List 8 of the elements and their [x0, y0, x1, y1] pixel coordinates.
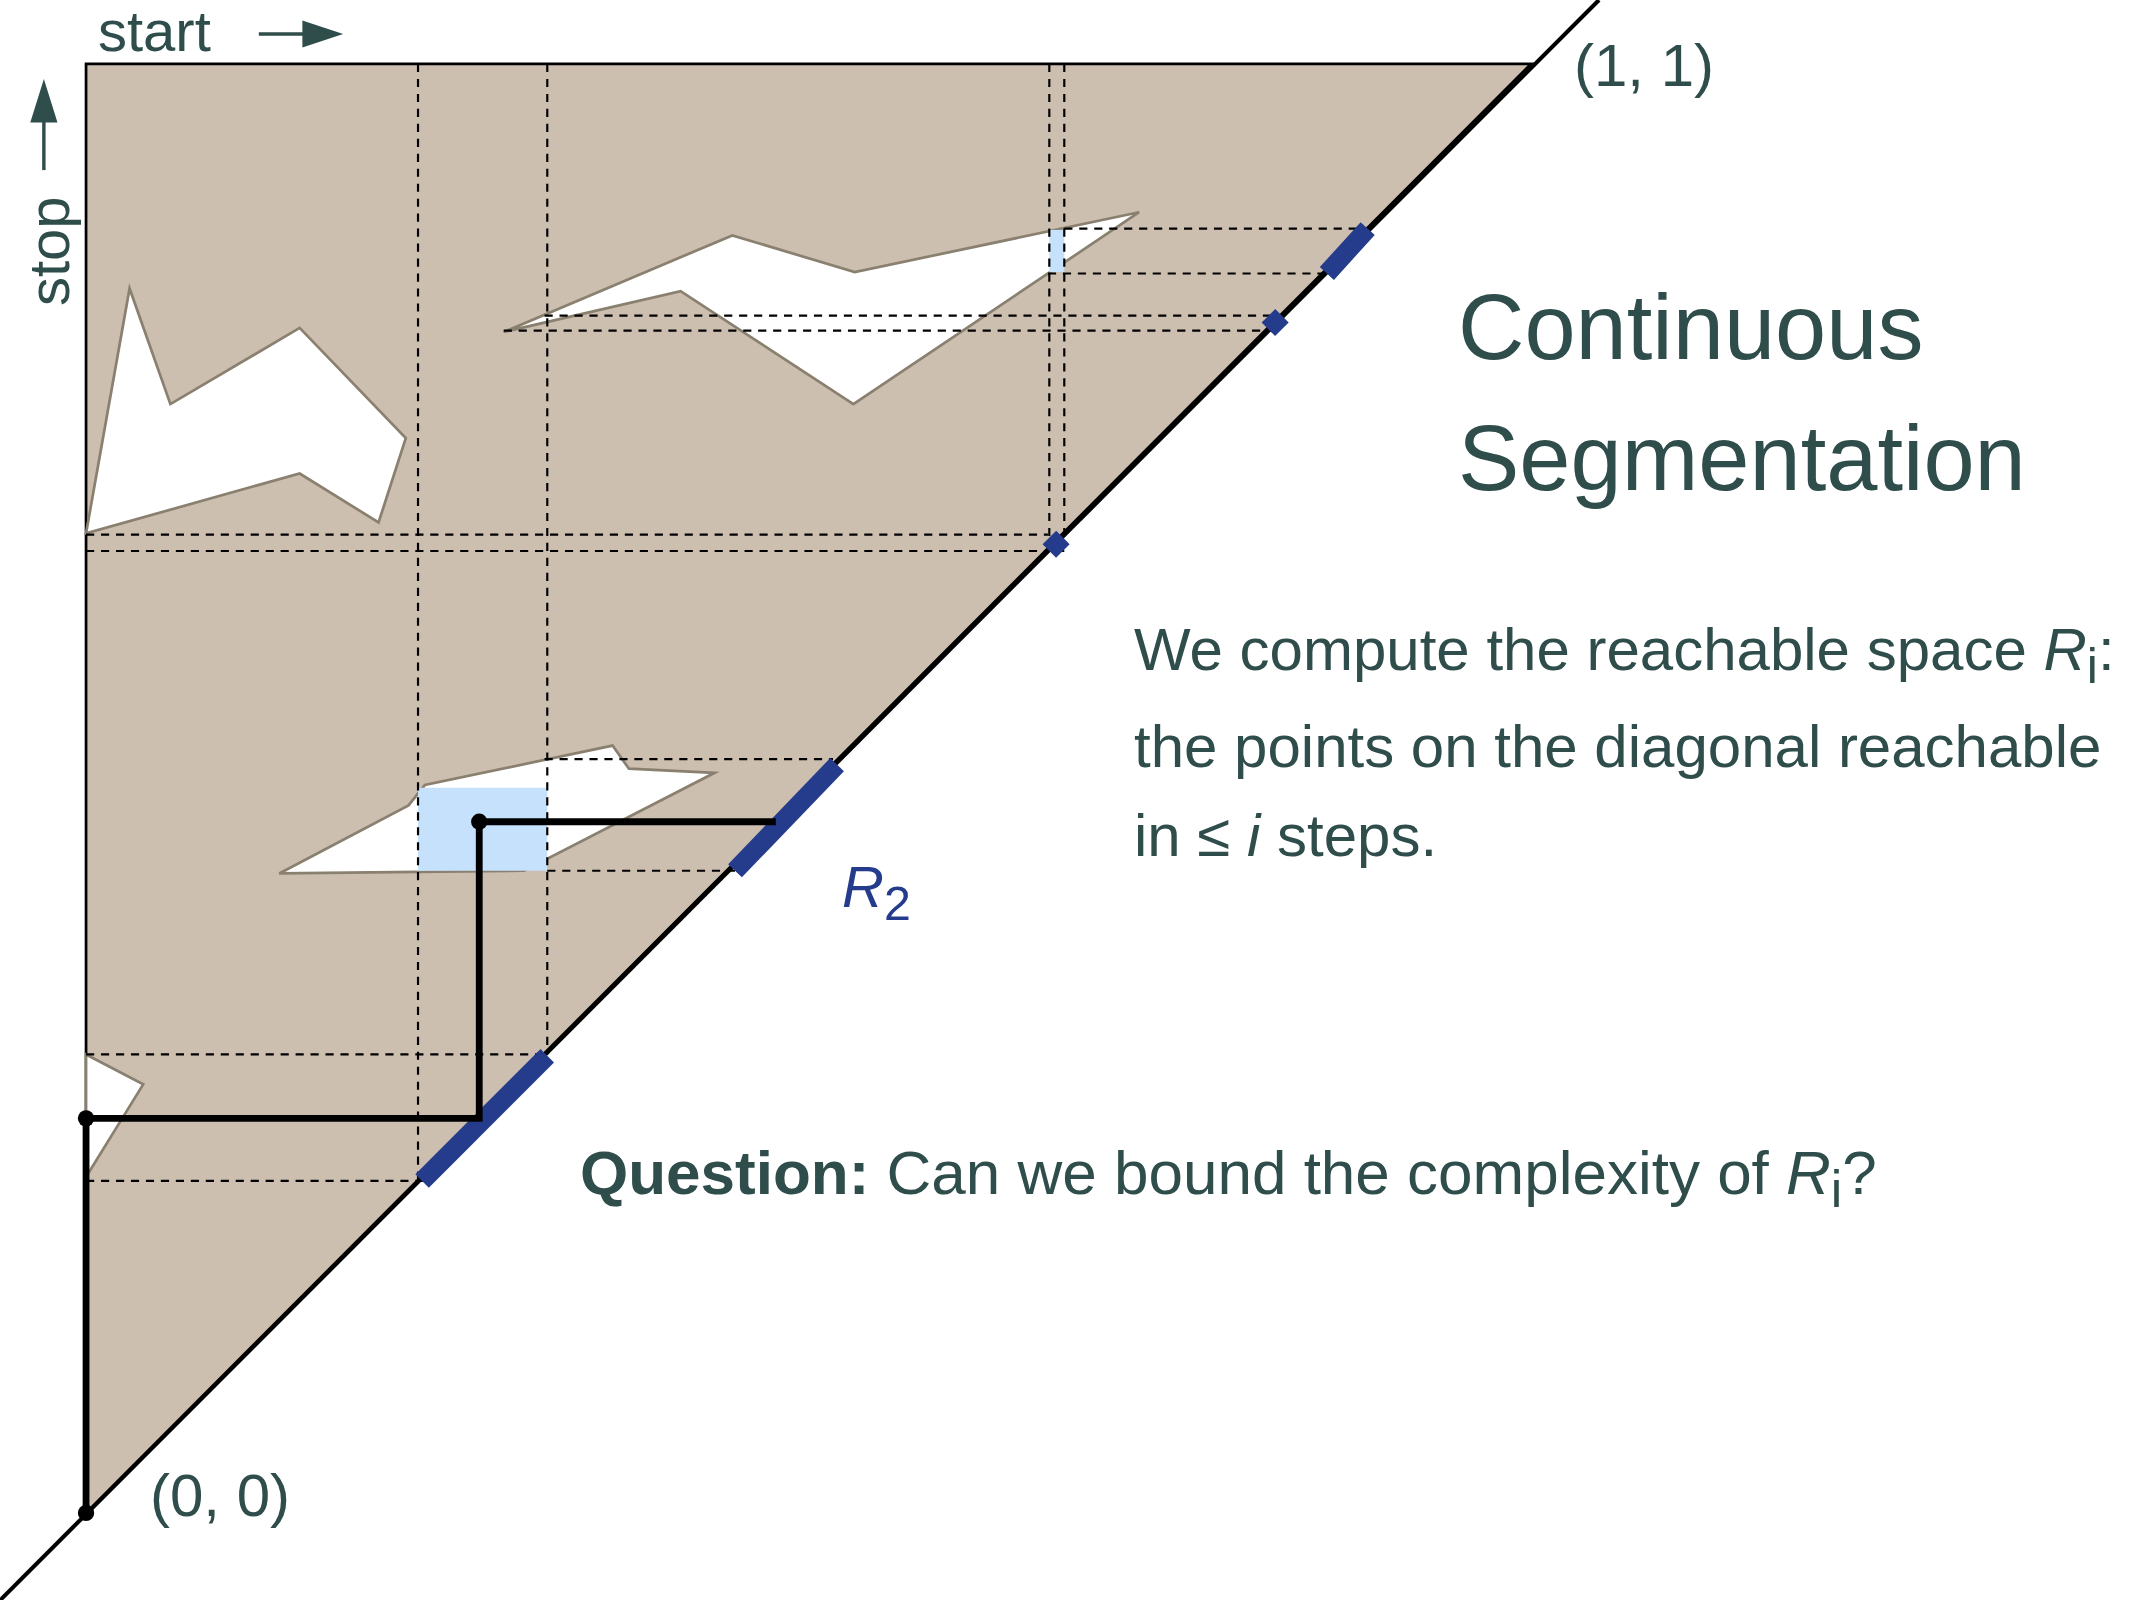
axis-label: start [98, 0, 211, 65]
description-text: We compute the reachable space R$_{i}$: the points on the diagonal reachable in ≤ i steps. [1134, 615, 2116, 871]
question-text: Question: Can we bound the complexity of R$_{i}$? [580, 1137, 1877, 1221]
axis-label: stop [15, 196, 82, 306]
coordinate-label: (1, 1) [1574, 31, 1715, 101]
set-label: R$_{2}$ [842, 853, 911, 932]
title: Continuous Segmentation [1458, 275, 2027, 511]
coordinate-label: (0, 0) [150, 1461, 291, 1531]
